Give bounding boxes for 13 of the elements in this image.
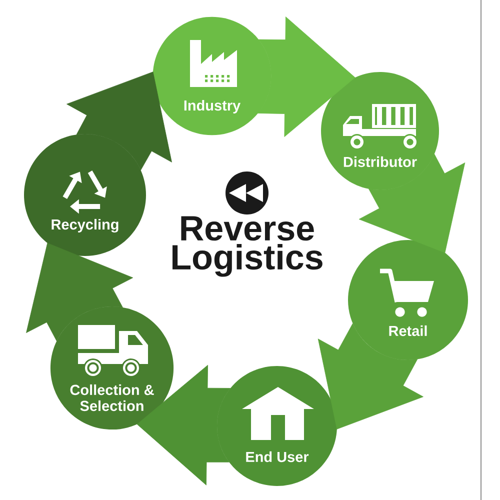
arrow <box>318 323 424 430</box>
node-label: Recycling <box>52 218 118 233</box>
arrow <box>26 242 134 342</box>
arrow <box>358 154 466 253</box>
arrow <box>66 72 172 170</box>
node-label: Industry <box>184 100 241 114</box>
node-label: End User <box>246 451 309 462</box>
node-label: Retail <box>389 325 427 336</box>
arrow <box>258 16 356 137</box>
title: Reverse Logistics <box>172 216 322 277</box>
node-label: Collection & Selection <box>70 384 154 412</box>
arrow <box>136 364 231 486</box>
node-label: Distributor <box>344 156 417 168</box>
